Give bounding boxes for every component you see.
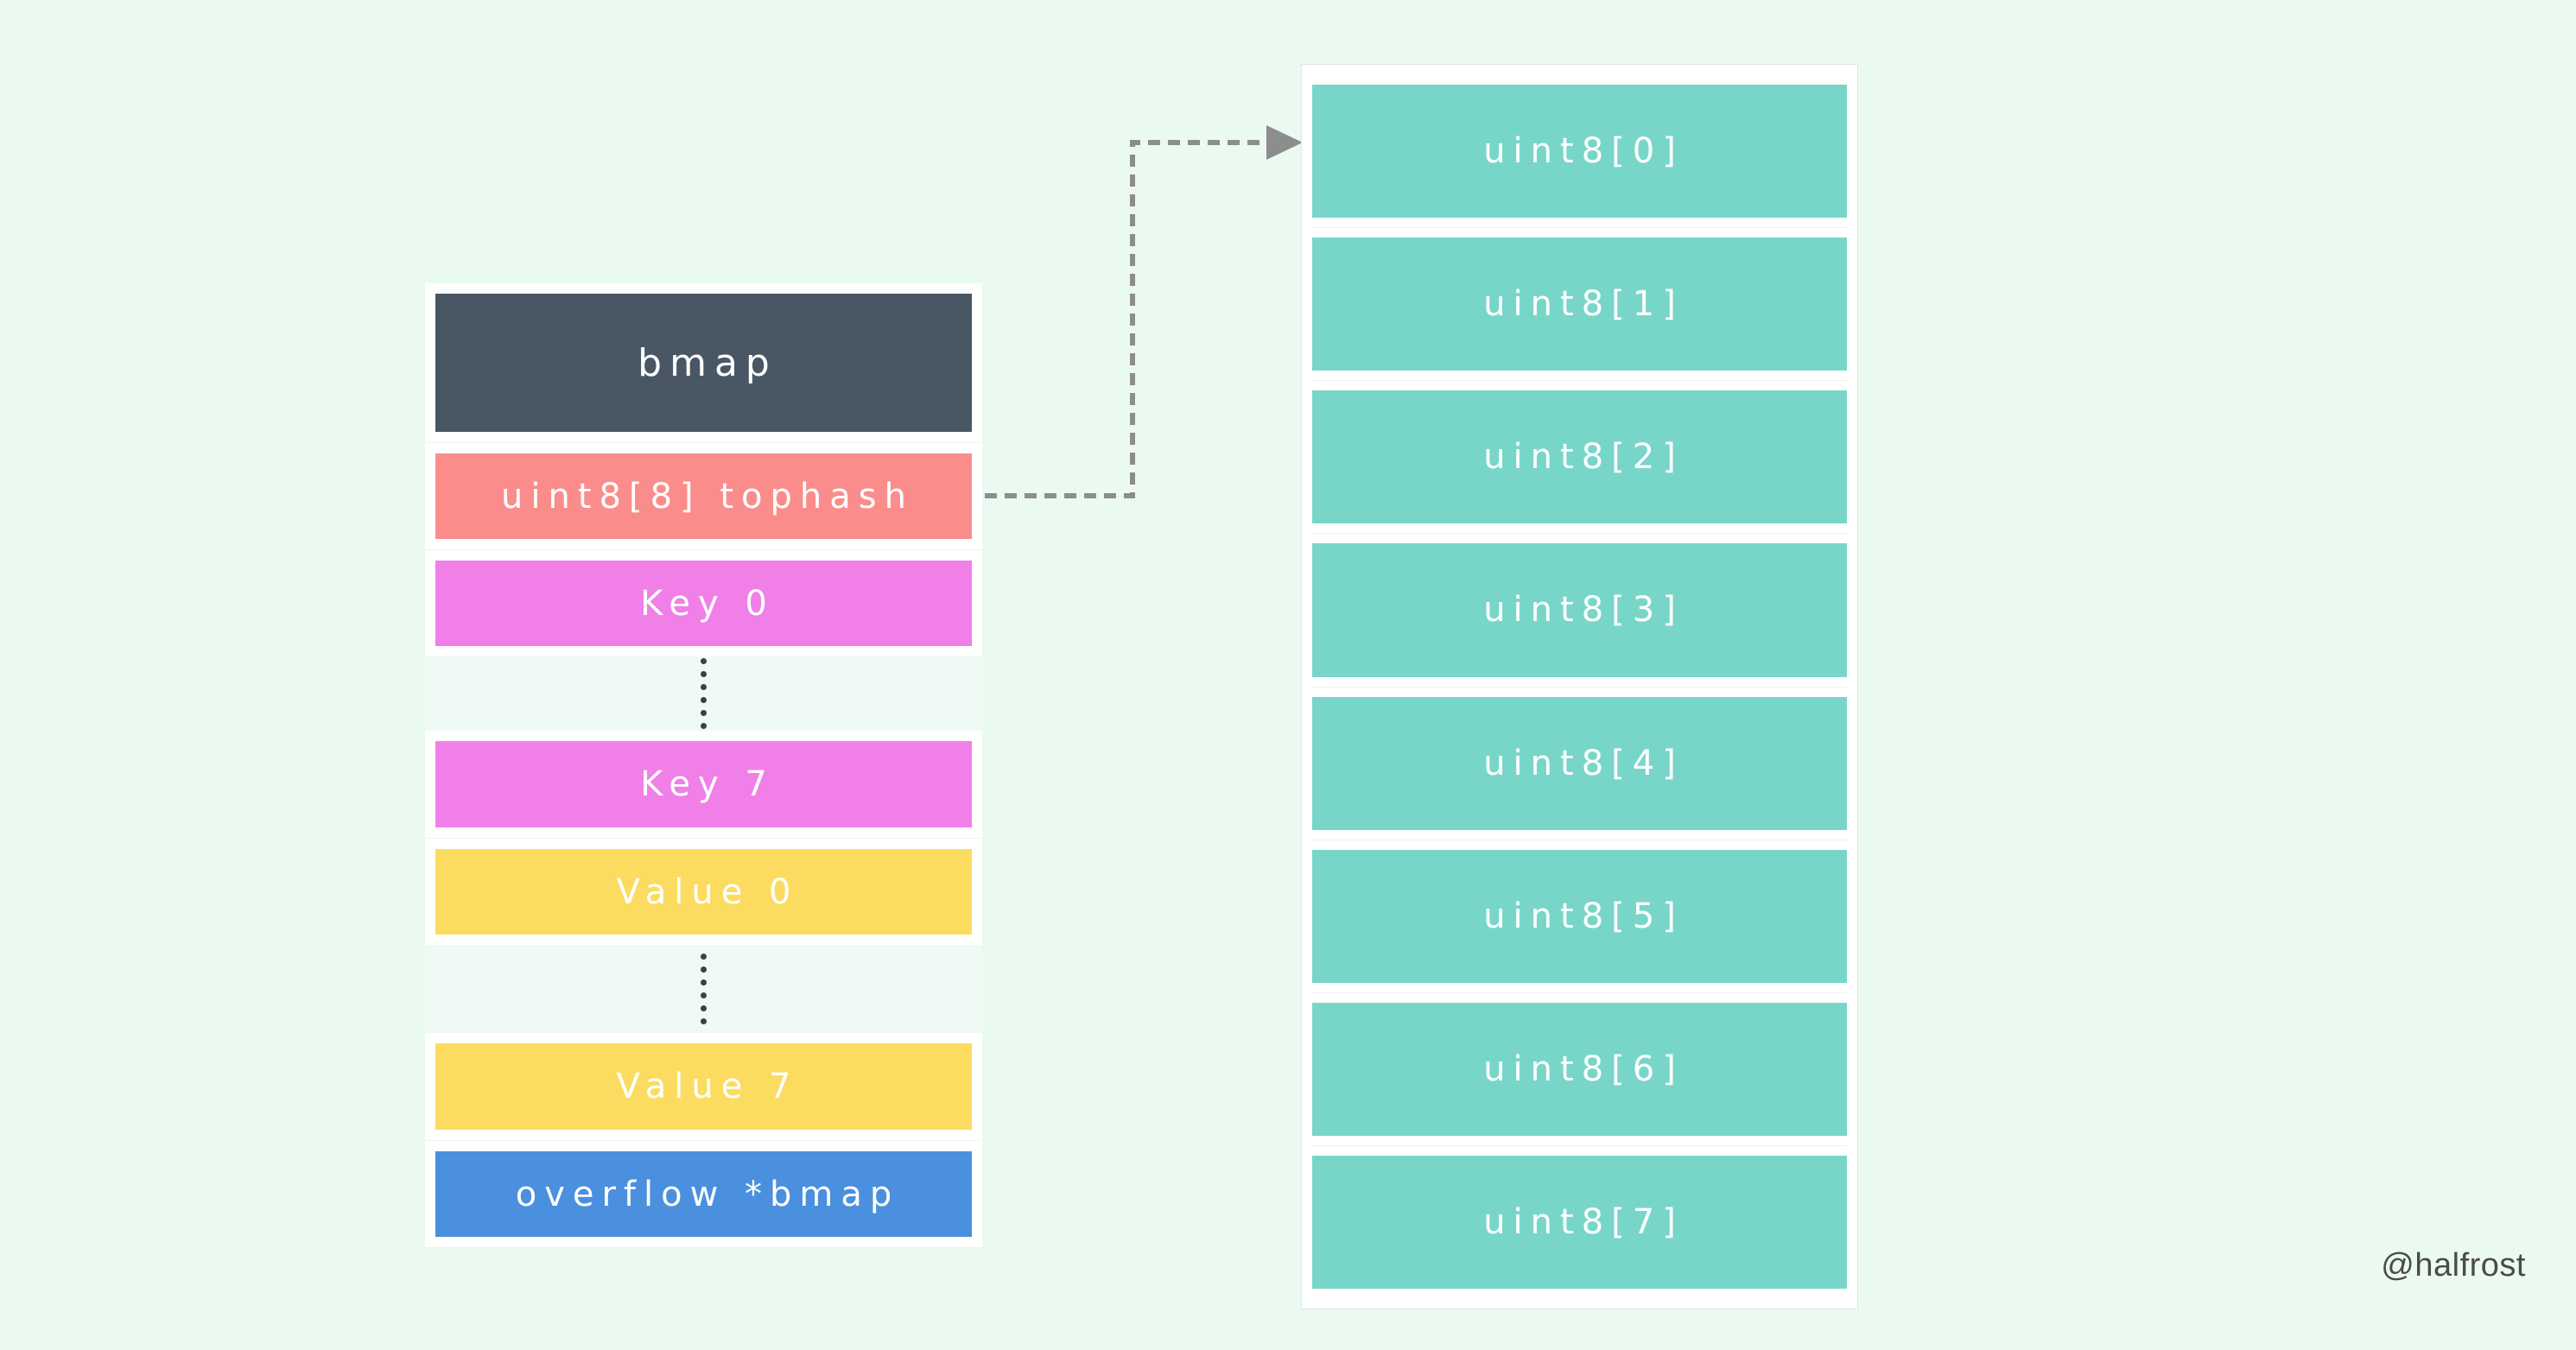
- struct-row-key7-label: Key 7: [435, 741, 972, 827]
- dot-icon: [701, 979, 707, 986]
- struct-row-bmap: bmap: [425, 283, 982, 442]
- tophash-array-cell-3: uint8[3]: [1312, 533, 1847, 686]
- struct-row-overflow: overflow *bmap: [425, 1140, 982, 1247]
- tophash-array-cell-5: uint8[5]: [1312, 839, 1847, 992]
- struct-row-tophash: uint8[8] tophash: [425, 442, 982, 549]
- ellipsis-dots-icon: [425, 945, 982, 1033]
- bmap-struct: bmap uint8[8] tophash Key 0 Key 7 Value …: [425, 283, 982, 1247]
- struct-row-overflow-label: overflow *bmap: [435, 1151, 972, 1237]
- struct-row-key0-label: Key 0: [435, 561, 972, 646]
- struct-row-value0-label: Value 0: [435, 849, 972, 935]
- tophash-array-cell-2-label: uint8[2]: [1312, 390, 1847, 524]
- dot-icon: [701, 684, 707, 690]
- tophash-array-cell-7: uint8[7]: [1312, 1144, 1847, 1298]
- dot-icon: [701, 710, 707, 716]
- tophash-array-cell-1: uint8[1]: [1312, 227, 1847, 380]
- dot-icon: [701, 697, 707, 703]
- struct-row-value7: Value 7: [425, 1033, 982, 1140]
- struct-row-key7: Key 7: [425, 731, 982, 838]
- tophash-array-cell-4: uint8[4]: [1312, 686, 1847, 840]
- struct-row-key0: Key 0: [425, 549, 982, 656]
- struct-row-tophash-label: uint8[8] tophash: [435, 453, 972, 539]
- struct-row-value7-label: Value 7: [435, 1043, 972, 1130]
- tophash-array-cell-1-label: uint8[1]: [1312, 238, 1847, 371]
- tophash-array-cell-6-label: uint8[6]: [1312, 1002, 1847, 1136]
- struct-row-value0: Value 0: [425, 838, 982, 945]
- tophash-array-cell-0: uint8[0]: [1312, 75, 1847, 227]
- tophash-array-cell-4-label: uint8[4]: [1312, 696, 1847, 830]
- tophash-array-cell-5-label: uint8[5]: [1312, 849, 1847, 983]
- watermark: @halfrost: [2381, 1247, 2526, 1283]
- ellipsis-dots-icon: [425, 656, 982, 731]
- tophash-array-cell-3-label: uint8[3]: [1312, 543, 1847, 677]
- dot-icon: [701, 1018, 707, 1024]
- struct-row-bmap-label: bmap: [435, 294, 972, 432]
- dot-icon: [701, 954, 707, 960]
- tophash-array-cell-2: uint8[2]: [1312, 380, 1847, 533]
- dot-icon: [701, 723, 707, 729]
- dot-icon: [701, 658, 707, 664]
- dot-icon: [701, 1005, 707, 1011]
- tophash-array-cell-6: uint8[6]: [1312, 992, 1847, 1145]
- dot-icon: [701, 671, 707, 677]
- dot-icon: [701, 992, 707, 998]
- tophash-array-cell-0-label: uint8[0]: [1312, 85, 1847, 219]
- tophash-array-cell-7-label: uint8[7]: [1312, 1155, 1847, 1289]
- tophash-array: uint8[0] uint8[1] uint8[2] uint8[3] uint…: [1301, 64, 1858, 1309]
- dot-icon: [701, 967, 707, 973]
